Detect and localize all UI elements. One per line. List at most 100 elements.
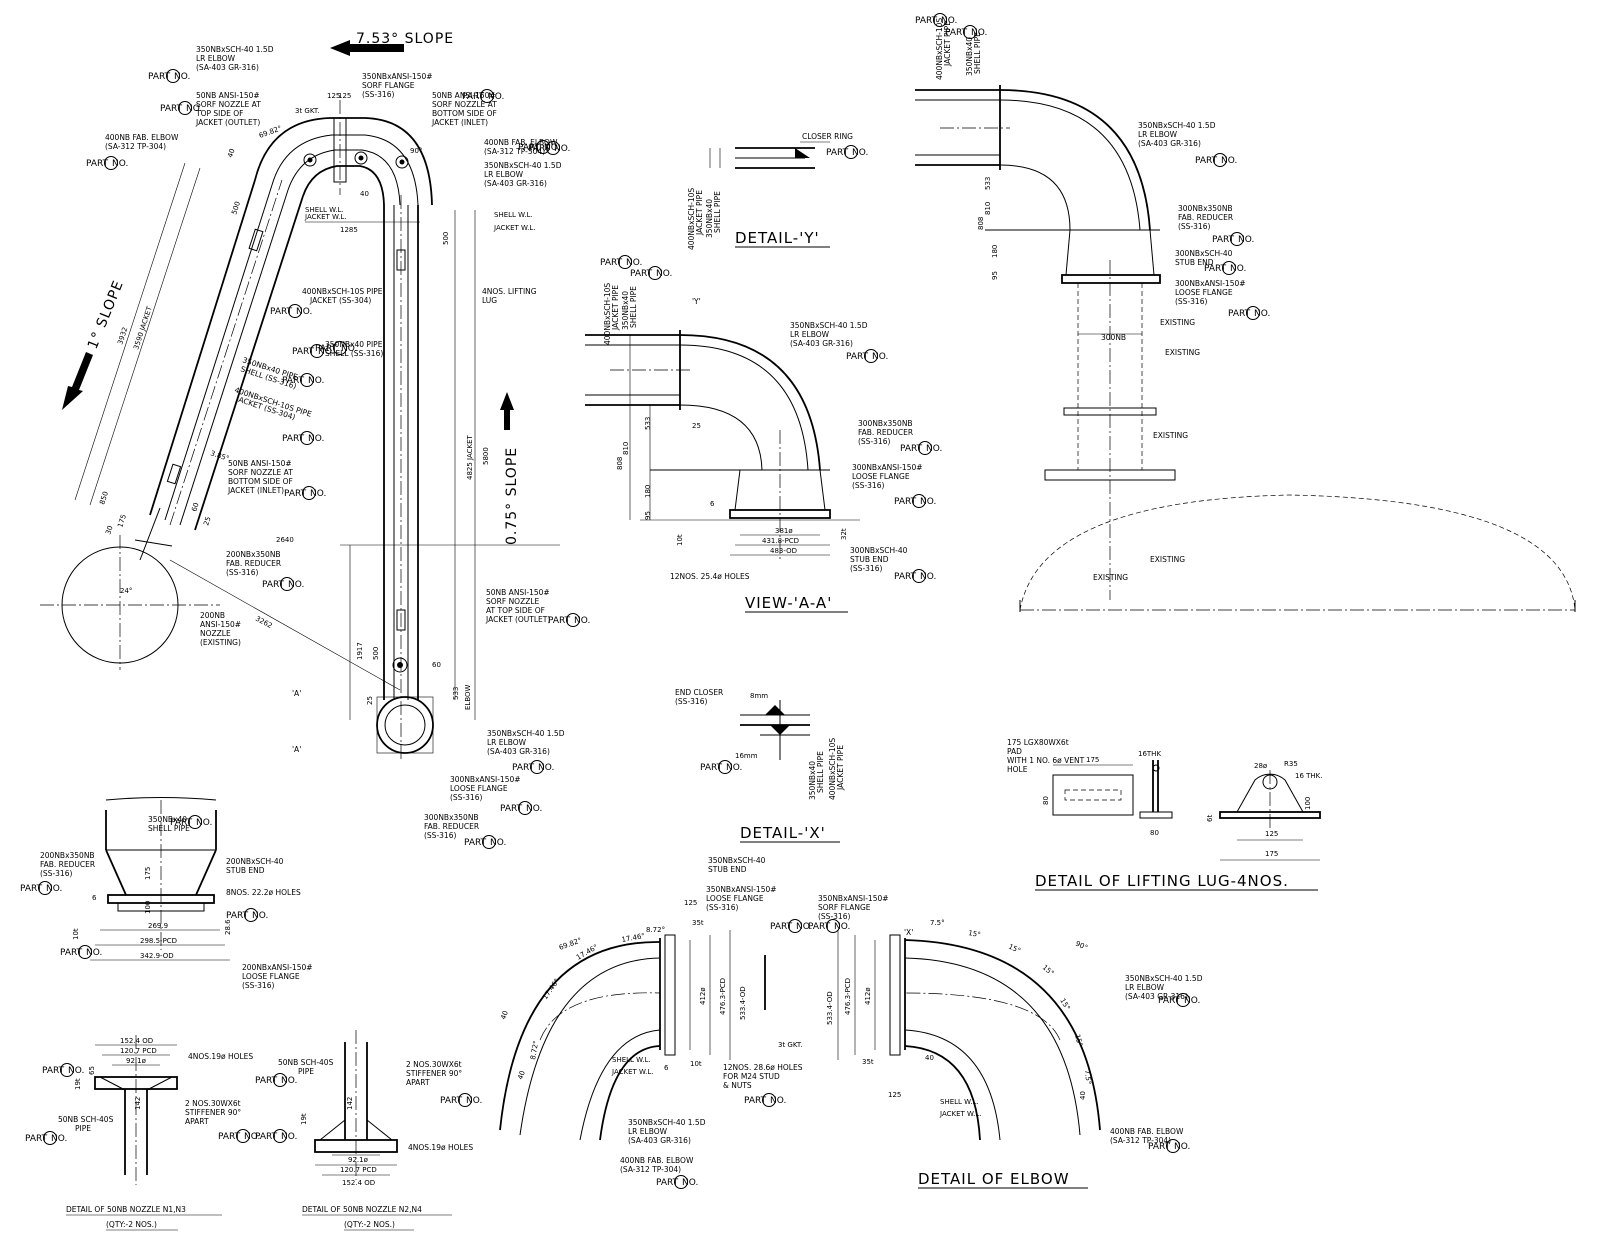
dim: 483-OD bbox=[770, 547, 797, 555]
jacket-wl-label: JACKET W.L. bbox=[611, 1068, 653, 1076]
detail-y-title: DETAIL-'Y' bbox=[735, 229, 820, 247]
elbow-note: (SA-403 GR-316) bbox=[628, 1136, 691, 1145]
main-note: AT TOP SIDE OF bbox=[486, 606, 545, 615]
elbow-note: (SS-316) bbox=[818, 912, 850, 921]
existing-label: EXISTING bbox=[1160, 318, 1195, 327]
view-aa-note: 350NBxSCH-40 1.5D bbox=[790, 321, 868, 330]
shell-pipe-label: 350NBx40 bbox=[705, 199, 714, 238]
nozzle-n2n4-detail: 142 19t 92.1ø 120.7 PCD 152.4 OD 50NB SC… bbox=[254, 1030, 483, 1231]
dim: 7.5° bbox=[1083, 1069, 1092, 1084]
view-a-marker: 'A' bbox=[292, 689, 301, 698]
main-note: LUG bbox=[482, 296, 497, 305]
detail-x: END CLOSER (SS-316) 8mm 16mm 350NBx40 SH… bbox=[675, 688, 845, 843]
main-note: BOTTOM SIDE OF bbox=[432, 109, 497, 118]
elbow-note: (SA-312 TP-304) bbox=[620, 1165, 681, 1174]
dim: 2640 bbox=[276, 536, 294, 544]
gasket-label: 3t GKT. bbox=[778, 1041, 803, 1049]
holes-label: 12NOS. 25.4ø HOLES bbox=[670, 572, 750, 581]
dim: 808 bbox=[616, 457, 624, 470]
jacket-pipe-label: JACKET PIPE bbox=[943, 21, 952, 67]
shell-pipe-label: 350NBx40 bbox=[621, 291, 630, 330]
end-closer-mat-label: (SS-316) bbox=[675, 697, 707, 706]
dim: 500 bbox=[372, 647, 380, 660]
shell-wl-label: SHELL W.L. bbox=[940, 1098, 979, 1106]
tr-note: LOOSE FLANGE bbox=[1175, 288, 1233, 297]
tr-note: 300NBxSCH-40 bbox=[1175, 249, 1233, 258]
view-a-marker: 'A' bbox=[292, 745, 301, 754]
main-note: (EXISTING) bbox=[200, 638, 241, 647]
dim: 4825 JACKET bbox=[466, 434, 474, 480]
main-note: (SS-316) bbox=[362, 90, 394, 99]
end-closer-label: END CLOSER bbox=[675, 688, 723, 697]
slope-top-arrow: 7.53° SLOPE bbox=[330, 31, 453, 56]
main-note: (SA-403 GR-316) bbox=[487, 747, 550, 756]
main-note: (SS-316) bbox=[450, 793, 482, 802]
dim: 1285 bbox=[340, 226, 358, 234]
nozzle-note: 4NOS.19ø HOLES bbox=[188, 1052, 253, 1061]
tr-note: 300NBxANSI-150# bbox=[1175, 279, 1246, 288]
dim: 175 bbox=[1265, 850, 1278, 858]
dim: 3590 JACKET bbox=[132, 305, 154, 351]
shell-pipe-label: SHELL PIPE bbox=[629, 286, 638, 328]
tr-note: STUB END bbox=[1175, 258, 1214, 267]
shell-wl-label: SHELL W.L. bbox=[494, 211, 533, 219]
dim: 6t bbox=[1206, 815, 1214, 822]
dim: 3932 bbox=[116, 326, 129, 345]
dim: 15° bbox=[1007, 943, 1022, 956]
view-aa-note: 300NBxANSI-150# bbox=[852, 463, 923, 472]
dim: 17.46° bbox=[575, 943, 599, 962]
holes-note: 12NOS. 28.6ø HOLES bbox=[723, 1063, 803, 1072]
main-note: FAB. REDUCER bbox=[424, 822, 479, 831]
dim: 95 bbox=[644, 511, 652, 520]
nozzle-note: 50NB SCH-40S bbox=[278, 1058, 334, 1067]
lifting-lug-title: DETAIL OF LIFTING LUG-4NOS. bbox=[1035, 872, 1289, 890]
main-note: 400NB FAB. ELBOW bbox=[105, 133, 179, 142]
elbow-note: (SA-403 GR-316) bbox=[1125, 992, 1188, 1001]
view-aa-note: (SS-316) bbox=[852, 481, 884, 490]
pad-note: WITH 1 NO. 6ø VENT bbox=[1007, 756, 1085, 765]
nozzle-note: PIPE bbox=[298, 1067, 314, 1076]
shell-wl-label: SHELL W.L. bbox=[612, 1056, 651, 1064]
main-note: LR ELBOW bbox=[484, 170, 524, 179]
tr-note: (SS-316) bbox=[1175, 297, 1207, 306]
dim: 25 bbox=[366, 696, 374, 705]
reducer-note: 8NOS. 22.2ø HOLES bbox=[226, 888, 301, 897]
dim: 28ø bbox=[1254, 762, 1268, 770]
dim: 8.72° bbox=[529, 1040, 540, 1060]
reducer-note: 350NBx40 bbox=[148, 815, 187, 824]
dim: 125 bbox=[1265, 830, 1278, 838]
dim: 16 THK. bbox=[1295, 772, 1323, 780]
existing-label: EXISTING bbox=[1153, 431, 1188, 440]
reducer-note: STUB END bbox=[226, 866, 265, 875]
dim: 15° bbox=[1041, 963, 1056, 977]
elbow-note: LR ELBOW bbox=[628, 1127, 668, 1136]
main-note: SORF NOZZLE AT bbox=[228, 468, 293, 477]
dim: 10t bbox=[72, 928, 80, 940]
dim: 19t bbox=[300, 1113, 308, 1125]
dim: 298.5-PCD bbox=[140, 937, 177, 945]
dim: 152.4 OD bbox=[120, 1037, 153, 1045]
nozzle-note: 2 NOS.30WX6t bbox=[406, 1060, 462, 1069]
shell-pipe-label: 350NBx40 bbox=[965, 37, 974, 76]
main-note: LR ELBOW bbox=[196, 54, 236, 63]
elbow-note: 400NB FAB. ELBOW bbox=[1110, 1127, 1184, 1136]
dim: 92.1ø bbox=[126, 1057, 147, 1065]
main-note: 350NBxSCH-40 1.5D bbox=[484, 161, 562, 170]
dim: 125 bbox=[327, 92, 340, 100]
inclined-pipe bbox=[149, 179, 304, 531]
x-marker: 'X' bbox=[904, 928, 913, 937]
top-elbow bbox=[254, 100, 433, 206]
dim: 412ø bbox=[864, 987, 872, 1005]
main-note: SORF NOZZLE bbox=[486, 597, 540, 606]
main-note: NOZZLE bbox=[200, 629, 231, 638]
nozzle-n2n4-qty: (QTY:-2 NOS.) bbox=[344, 1220, 395, 1229]
dim: 69.82° bbox=[558, 936, 583, 952]
elbow-note: LR ELBOW bbox=[1125, 983, 1165, 992]
dim: 850 bbox=[98, 490, 110, 505]
main-note: 350NBxSCH-40 1.5D bbox=[196, 45, 274, 54]
elbow-note: 350NBxANSI-150# bbox=[818, 894, 889, 903]
dim: 175 bbox=[116, 513, 128, 528]
main-note: 4NOS. LIFTING bbox=[482, 287, 537, 296]
pad-note: HOLE bbox=[1007, 765, 1028, 774]
